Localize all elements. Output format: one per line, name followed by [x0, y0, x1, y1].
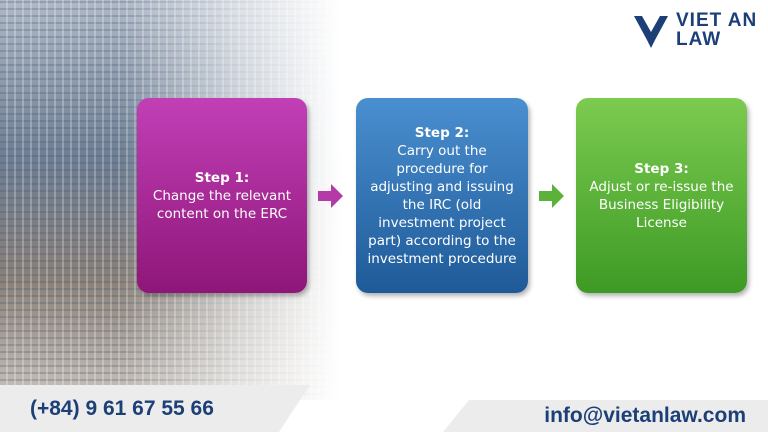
step-1-title: Step 1:	[194, 169, 250, 186]
arrow-right-icon	[539, 184, 564, 208]
arrow-right-icon	[318, 184, 343, 208]
logo-text-line2: LAW	[676, 29, 722, 50]
logo: VIET AN LAW	[632, 10, 757, 50]
email-address[interactable]: info@vietanlaw.com	[544, 404, 746, 427]
logo-mark-icon	[634, 15, 668, 48]
step-3-title: Step 3:	[634, 160, 689, 177]
step-2-title: Step 2:	[414, 124, 470, 141]
step-2-box: Step 2: Carry out the procedure for adju…	[356, 98, 528, 293]
logo-text-line1: VIET AN	[676, 10, 758, 31]
phone-number[interactable]: (+84) 9 61 67 55 66	[30, 396, 214, 420]
step-3-text: Adjust or re-issue the Business Eligibil…	[589, 178, 734, 231]
step-3-box: Step 3: Adjust or re-issue the Business …	[576, 98, 747, 293]
step-1-text: Change the relevant content on the ERC	[152, 187, 292, 222]
email-band: info@vietanlaw.com	[443, 400, 768, 432]
step-1-box: Step 1: Change the relevant content on t…	[137, 98, 307, 293]
step-2-text: Carry out the procedure for adjusting an…	[367, 142, 517, 267]
phone-band: (+84) 9 61 67 55 66	[0, 385, 310, 432]
